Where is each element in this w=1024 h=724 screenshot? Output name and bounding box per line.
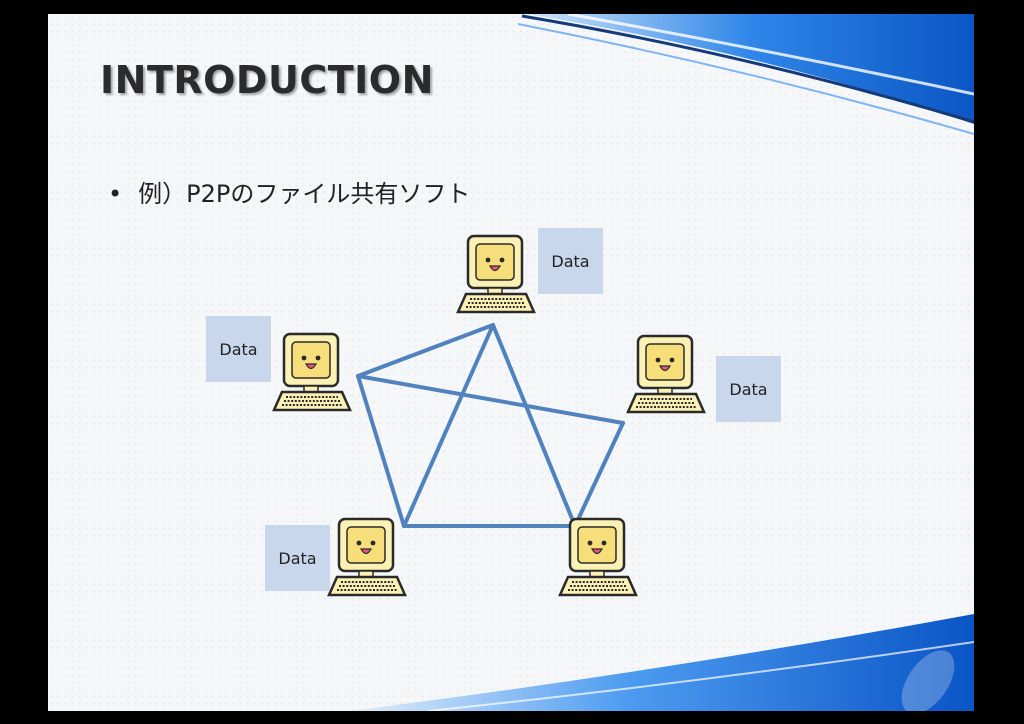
p2p-network-diagram [272,234,706,597]
computer-icon [272,332,352,412]
computer-icon [456,234,536,314]
data-label: Data [729,379,768,399]
bullet-point: • [108,180,123,208]
computer-icon [327,517,407,597]
data-label: Data [219,339,258,359]
slide: INTRODUCTION • 例）P2Pのファイル共有ソフト [48,14,974,711]
connection-line [491,323,577,528]
data-box: Data [206,316,271,382]
connection-line [356,374,406,528]
computer-icon [558,517,638,597]
data-box: Data [538,228,603,294]
connection-line [356,374,625,425]
data-box: Data [265,525,330,591]
bullet-item: • 例）P2Pのファイル共有ソフト [108,174,470,209]
computer-icon [626,334,706,414]
connection-line [402,323,495,528]
connection-line [573,421,625,528]
data-label: Data [278,548,317,568]
connection-line [356,323,495,378]
bullet-text: 例）P2Pのファイル共有ソフト [138,180,471,208]
data-box: Data [716,356,781,422]
data-label: Data [551,251,590,271]
slide-title: INTRODUCTION [100,58,434,102]
slide-decoration [348,14,974,711]
